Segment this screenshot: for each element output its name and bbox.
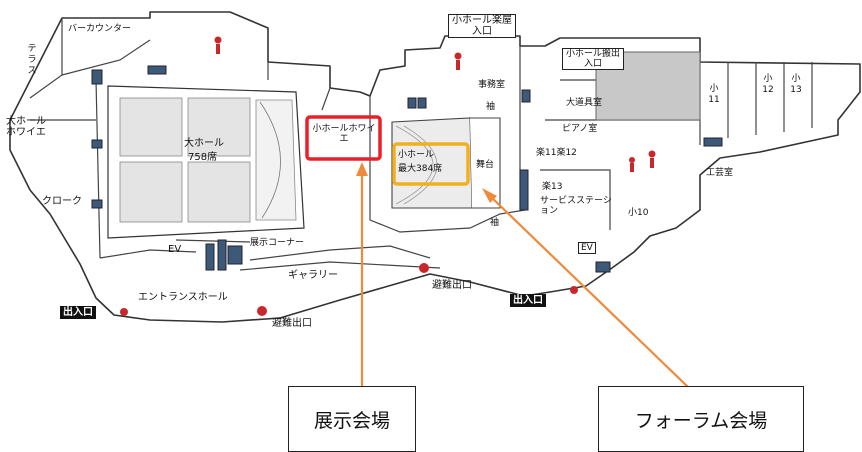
label-large-hall-foyer: 大ホールホワイエ bbox=[6, 116, 46, 138]
evac-dot bbox=[120, 308, 128, 316]
label-small-hall: 小ホール bbox=[398, 150, 435, 160]
small-hall-highlight bbox=[392, 142, 470, 186]
label-large-hall-seats: 758席 bbox=[188, 152, 218, 163]
label-workshop: 工芸室 bbox=[706, 168, 734, 178]
callout-exhibition-venue: 展示会場 bbox=[288, 386, 416, 452]
label-small-hall-green-room-entrance: 小ホール楽屋入口 bbox=[448, 14, 516, 38]
structural-blocks bbox=[91, 65, 723, 273]
label-small-10: 小10 bbox=[628, 208, 649, 218]
evac-dots bbox=[120, 263, 578, 316]
small-hall-foyer-highlight bbox=[305, 115, 382, 161]
label-ev-left: EV bbox=[168, 244, 182, 255]
evac-dot bbox=[570, 286, 578, 294]
label-entrance-hall: エントランスホール bbox=[138, 292, 228, 303]
label-terrace: テラス bbox=[27, 44, 37, 76]
label-wing-top: 袖 bbox=[486, 102, 496, 112]
callout-forum-venue: フォーラム会場 bbox=[598, 386, 804, 452]
label-small-hall-loading-entrance: 小ホール搬出入口 bbox=[562, 48, 624, 70]
label-small-hall-foyer: 小ホールホワイエ bbox=[312, 124, 376, 144]
label-stage: 舞台 bbox=[476, 160, 495, 170]
evac-dot bbox=[257, 306, 267, 316]
label-small-11: 小11 bbox=[708, 84, 720, 105]
evac-dot bbox=[419, 263, 429, 273]
label-bar-counter: バーカウンター bbox=[68, 24, 132, 34]
label-exit-left: 出入口 bbox=[60, 306, 96, 319]
label-wing-bottom: 袖 bbox=[490, 218, 500, 228]
label-small-12: 小12 bbox=[762, 74, 774, 95]
label-piano-room: ピアノ室 bbox=[562, 124, 598, 134]
large-hall-seating bbox=[107, 85, 305, 239]
label-cloak: クローク bbox=[42, 196, 82, 207]
label-exit-mid: 出入口 bbox=[510, 294, 546, 307]
arrowhead-exhibition bbox=[356, 162, 368, 176]
label-service-station: サービスステーション bbox=[540, 196, 612, 216]
label-room-11-12: 楽11楽12 bbox=[536, 148, 577, 158]
label-room-13: 楽13 bbox=[542, 182, 563, 192]
arrow-forum bbox=[488, 194, 689, 388]
callout-arrows bbox=[356, 162, 689, 388]
arrowhead-forum bbox=[482, 188, 497, 203]
label-small-hall-seats: 最大384席 bbox=[398, 164, 443, 174]
label-office: 事務室 bbox=[478, 80, 506, 90]
label-evac-exit-1: 避難出口 bbox=[272, 318, 312, 329]
label-evac-exit-2: 避難出口 bbox=[432, 280, 472, 291]
label-ev-right: EV bbox=[578, 242, 596, 254]
label-large-props-room: 大道具室 bbox=[566, 98, 603, 108]
label-small-13: 小13 bbox=[790, 74, 802, 95]
label-large-hall: 大ホール bbox=[184, 138, 224, 149]
restroom-icons bbox=[214, 36, 656, 172]
label-exhibition-corner: 展示コーナー bbox=[250, 238, 305, 248]
label-gallery: ギャラリー bbox=[288, 270, 338, 281]
